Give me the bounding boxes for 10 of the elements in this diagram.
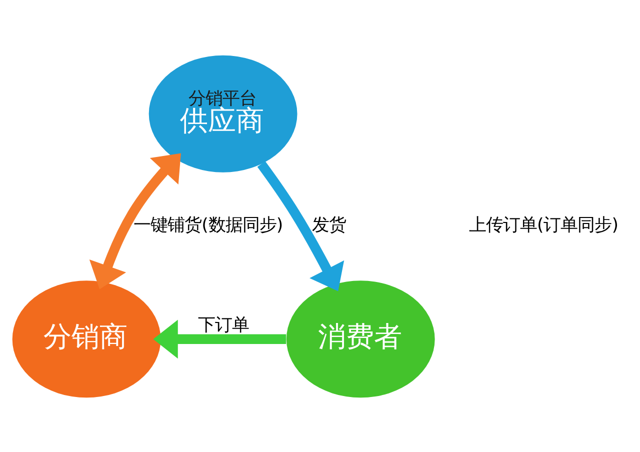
label: 上传订单(订单同步) xyxy=(468,215,618,236)
edge-label: 发货 xyxy=(312,215,346,236)
arrow xyxy=(89,152,181,289)
node-ellipse: 消费者 xyxy=(286,280,435,398)
edge-label: 一键铺货(数据同步) xyxy=(134,215,284,236)
arrow xyxy=(257,160,344,291)
edge-label: 下订单 xyxy=(198,314,250,335)
node-ellipse: 分销平台 供应商 xyxy=(148,54,298,172)
node-ellipse: 分销商 xyxy=(12,280,161,398)
arrow xyxy=(153,319,286,358)
